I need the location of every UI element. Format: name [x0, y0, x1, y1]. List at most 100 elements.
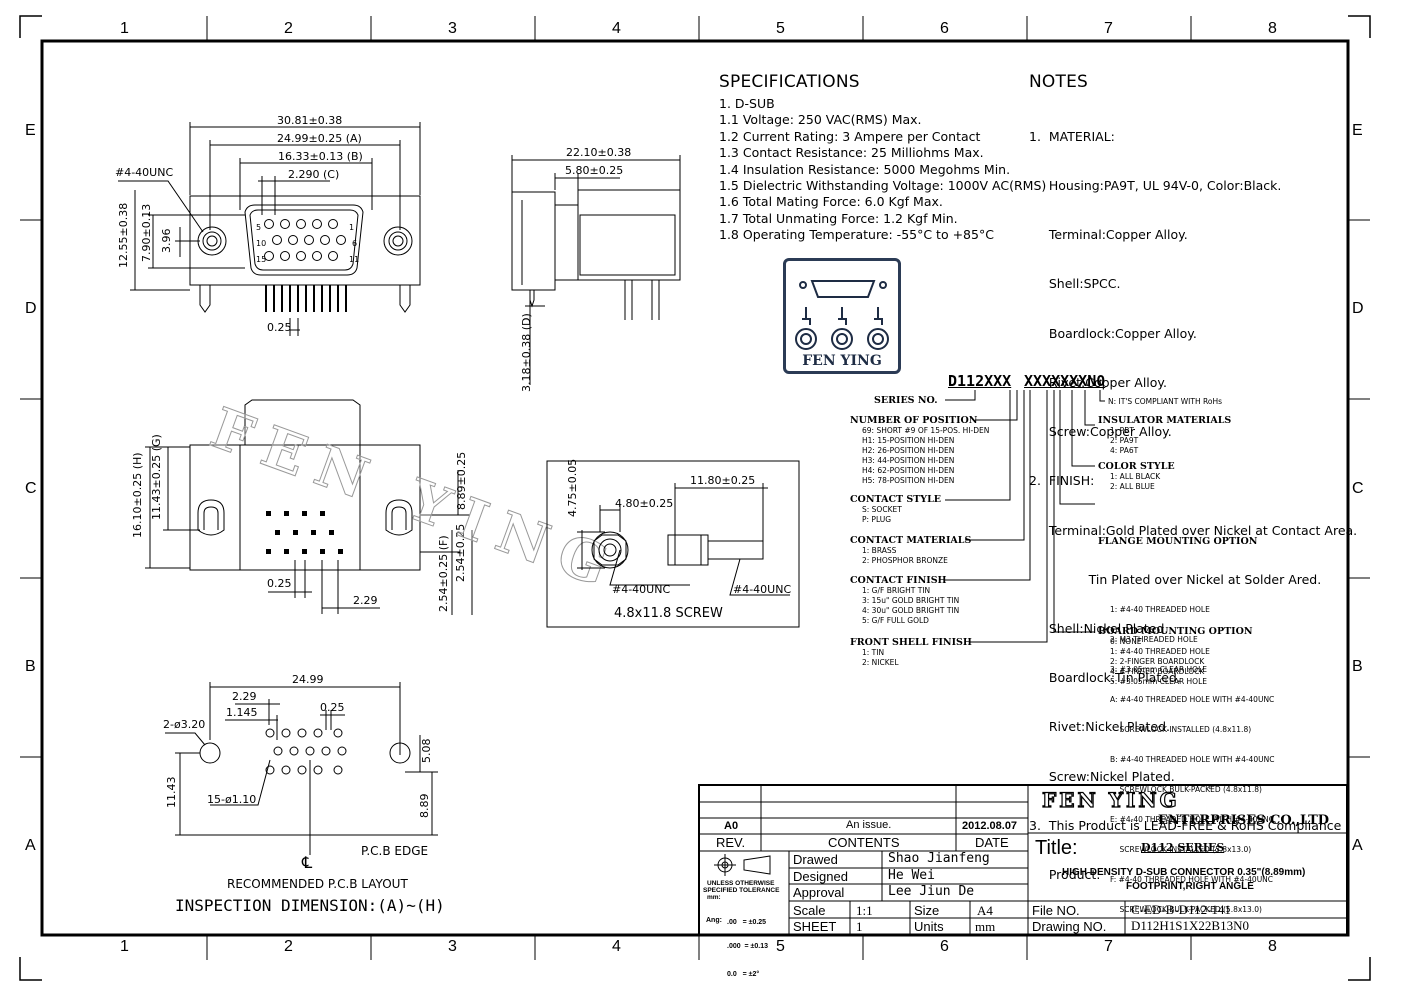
dim-front-7-90: 7.90±0.13: [140, 203, 153, 262]
ordering-insulator-materials: INSULATOR MATERIALS 1: PBT 2: PA9T 4: PA…: [1098, 416, 1231, 456]
specifications-heading: SPECIFICATIONS: [719, 72, 860, 92]
note-line: Product.: [1029, 867, 1101, 883]
dim-bottom-g: 11.43±0.25 (G): [150, 434, 163, 520]
zone-column-label: 2: [284, 20, 293, 37]
dim-pcb-pin-hole: 15-ø1.10: [207, 793, 257, 806]
spec-line: 1.7 Total Unmating Force: 1.2 Kgf Min.: [719, 210, 958, 226]
logo-text: FEN YING: [802, 353, 882, 369]
note-line: Screw:Copper Alloy.: [1029, 424, 1172, 440]
ordering-color-style: COLOR STYLE 1: ALL BLACK 2: ALL BLUE: [1098, 462, 1175, 492]
spec-line: 1.5 Dielectric Withstanding Voltage: 100…: [719, 178, 1047, 194]
company-subtitle: ENTERPRISES CO.,LTD: [1158, 813, 1330, 828]
dim-front-thread: #4-40UNC: [115, 166, 174, 179]
note-line: 3. This Product is LEAD-FREE & RoHS Comp…: [1029, 817, 1342, 833]
units-value: mm: [975, 919, 996, 934]
notes-heading: NOTES: [1029, 72, 1089, 92]
rev-value: A0: [724, 820, 739, 832]
ordering-option: 1: BRASS: [862, 546, 897, 555]
ordering-option: 2: NICKEL: [862, 658, 899, 667]
zone-column-label: 7: [1104, 20, 1113, 37]
zone-column-label: 4: [612, 20, 621, 37]
file-no-label: File NO.: [1032, 903, 1080, 918]
dim-front-b: 16.33±0.13 (B): [278, 150, 363, 163]
dim-screw-thread-2: #4-40UNC: [733, 583, 792, 596]
zone-column-label: 1: [120, 20, 129, 37]
ordering-leader-lines: [945, 390, 1105, 643]
ordering-option: A: #4-40 THREADED HOLE WITH #4-40UNC: [1110, 695, 1275, 704]
dim-screw-thread-1: #4-40UNC: [612, 583, 671, 596]
ordering-option: H5: 78-POSITION HI-DEN: [862, 476, 955, 485]
dim-bottom-h: 16.10±0.25 (H): [131, 452, 144, 538]
ordering-group-title: CONTACT MATERIALS: [850, 535, 972, 546]
ordering-option: 69: SHORT #9 OF 15-POS. HI-DEN: [862, 426, 990, 435]
spec-line: 1. D-SUB: [719, 96, 775, 111]
rev-content: An issue.: [846, 819, 892, 831]
svg-text:6: 6: [352, 239, 357, 248]
rohs-label: N: IT'S COMPLIANT WITH RoHs: [1108, 397, 1222, 406]
screw-detail-drawing: [546, 460, 800, 628]
note-line: Shell:SPCC.: [1029, 276, 1121, 292]
ordering-flange-mounting: FLANGE MOUNTING OPTION 1: #4-40 THREADED…: [1098, 499, 1274, 954]
ordering-group-title: CONTACT FINISH: [850, 575, 947, 586]
zone-column-label: 1: [120, 938, 129, 955]
ordering-board-mounting: BOARD MOUNTING OPTION 0: NONE 1: #4-40 T…: [1098, 627, 1253, 687]
zone-column-label: 4: [612, 938, 621, 955]
spec-line: 1.3 Contact Resistance: 25 Milliohms Max…: [719, 145, 984, 161]
dim-front-a: 24.99±0.25 (A): [277, 132, 362, 145]
zone-row-label: E: [1352, 122, 1363, 139]
note-line: Screw:Nickel Plated.: [1029, 768, 1175, 784]
ordering-option: H4: 62-POSITION HI-DEN: [862, 466, 955, 475]
dim-pcb-width: 24.99: [292, 673, 324, 686]
ordering-option: 3: #3.05mm CLEAR HOLE: [1110, 665, 1208, 674]
dim-bottom-2-29: 2.29: [353, 594, 378, 607]
ordering-option: 4: PA6T: [1110, 446, 1139, 455]
series-title: D112 SERIES: [1141, 841, 1225, 854]
size-value: A4: [977, 903, 993, 918]
ordering-option: SCREWLOCK BULK-PACKED (5.8x13.0): [1110, 905, 1262, 914]
sheet-label: SHEET: [793, 919, 837, 934]
dim-pcb-2-29: 2.29: [232, 690, 257, 703]
ordering-option: 1: ALL BLACK: [1110, 472, 1161, 481]
tolerance-value: 0.0 = ±2°: [727, 971, 760, 978]
zone-row-label: B: [1352, 658, 1363, 675]
file-no-value: C-ED-B-D112-141: [1131, 902, 1231, 917]
note-line: Rivet:Copper Alloy.: [1029, 374, 1168, 390]
bottom-view-drawing: [145, 399, 473, 615]
drawing-no-label: Drawing NO.: [1032, 919, 1107, 934]
dim-bottom-f: 2.54±0.25 (F): [437, 535, 450, 612]
svg-text:1: 1: [349, 223, 354, 232]
ordering-group-title: FRONT SHELL FINISH: [850, 637, 972, 648]
drawing-no-value: D112H1S1X22B13N0: [1131, 918, 1249, 933]
designed-label: Designed: [793, 869, 848, 884]
dim-pcb-8-89: 8.89: [418, 793, 431, 819]
zone-row-label: D: [1352, 300, 1364, 317]
description-line-2: FOOTPRINT,RIGHT ANGLE: [1126, 881, 1254, 892]
dim-side-depth: 22.10±0.38: [566, 146, 632, 159]
connector-logo-icon: [795, 280, 889, 350]
zone-column-label: 6: [940, 20, 949, 37]
dim-front-pin: 0.25: [267, 321, 292, 334]
ordering-option: 3: 15u" GOLD BRIGHT TIN: [862, 596, 960, 605]
ordering-option: 5: #3.05mm CLEAR HOLE: [1110, 677, 1208, 686]
spec-line: 1.1 Voltage: 250 VAC(RMS) Max.: [719, 112, 922, 128]
note-line: Terminal:Copper Alloy.: [1029, 227, 1188, 243]
ordering-group-title: COLOR STYLE: [1098, 461, 1175, 472]
dim-screw-length: 11.80±0.25: [690, 474, 756, 487]
tolerance-note: SPECIFIED TOLERANCE: [703, 887, 780, 894]
ordering-option: 1: PBT: [1110, 426, 1134, 435]
size-label: Size: [914, 903, 940, 918]
tolerance-angle-label: Ang:: [706, 917, 722, 924]
svg-text:15: 15: [256, 255, 266, 264]
dim-screw-head: 4.80±0.25: [615, 497, 674, 510]
dim-front-3-96: 3.96: [160, 228, 173, 254]
zone-row-label: C: [1352, 480, 1364, 497]
note-line: Housing:PA9T, UL 94V-0, Color:Black.: [1029, 178, 1282, 194]
note-line: Boardlock:Tin Plated.: [1029, 670, 1181, 686]
note-line: Tin Plated over Nickel at Solder Ared.: [1029, 571, 1322, 587]
approval-label: Approval: [793, 885, 845, 900]
dim-side-5-80: 5.80±0.25: [565, 164, 624, 177]
zone-column-label: 5: [776, 20, 785, 37]
zone-column-label: 3: [448, 20, 457, 37]
svg-text:℄: ℄: [301, 853, 313, 872]
